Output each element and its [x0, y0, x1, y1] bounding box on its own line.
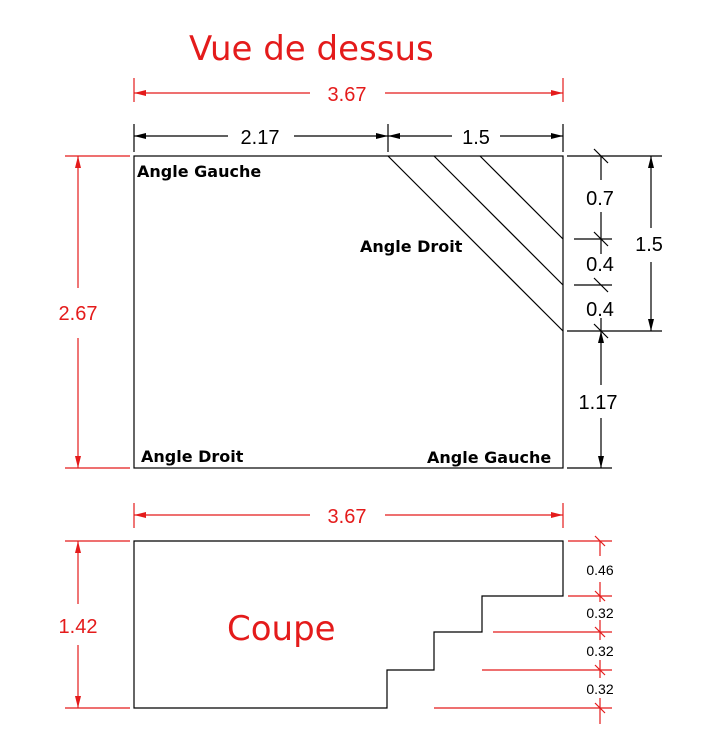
dimension-value: 1.5	[462, 127, 490, 149]
pool-outline-top	[133, 155, 564, 469]
dimension-right-segments: 0.7 0.4 0.4 1.17	[567, 148, 662, 469]
drawing-title: Vue de dessus	[189, 29, 434, 69]
pool-outline-section	[133, 540, 564, 709]
dimension-top-right-width: 1.5	[388, 124, 564, 152]
dimension-section-steps: 0.46 0.32 0.32 0.32	[434, 535, 614, 724]
dimension-value: 3.67	[328, 506, 367, 528]
diagonal-staircase	[387, 155, 564, 332]
dimension-value: 1.5	[635, 234, 663, 256]
dimension-stair-total: 1.5	[635, 156, 663, 331]
dimension-value: 0.7	[586, 188, 614, 210]
dimension-value: 0.46	[586, 562, 613, 578]
section-label: Coupe	[227, 609, 336, 649]
dimension-top-left-width: 2.17	[133, 124, 389, 152]
dimension-value: 3.67	[328, 84, 367, 106]
corner-label-top-left: Angle Gauche	[137, 162, 261, 181]
corner-label-diagonal: Angle Droit	[360, 237, 463, 256]
dimension-value: 0.32	[586, 681, 613, 697]
dimension-section-width: 3.67	[133, 503, 564, 528]
dimension-value: 1.42	[59, 616, 98, 638]
dimension-value: 0.32	[586, 643, 613, 659]
dimension-top-depth: 2.67	[59, 155, 130, 469]
dimension-value: 0.32	[586, 605, 613, 621]
dimension-value: 0.4	[586, 299, 614, 321]
corner-label-bottom-right: Angle Gauche	[427, 448, 551, 467]
dimension-value: 2.17	[241, 127, 280, 149]
dimension-value: 1.17	[579, 392, 618, 414]
dimension-section-depth: 1.42	[59, 540, 130, 709]
corner-label-bottom-left: Angle Droit	[141, 447, 244, 466]
dimension-value: 0.4	[586, 254, 614, 276]
dimension-top-total-width: 3.67	[133, 78, 564, 106]
dimension-value: 2.67	[59, 303, 98, 325]
